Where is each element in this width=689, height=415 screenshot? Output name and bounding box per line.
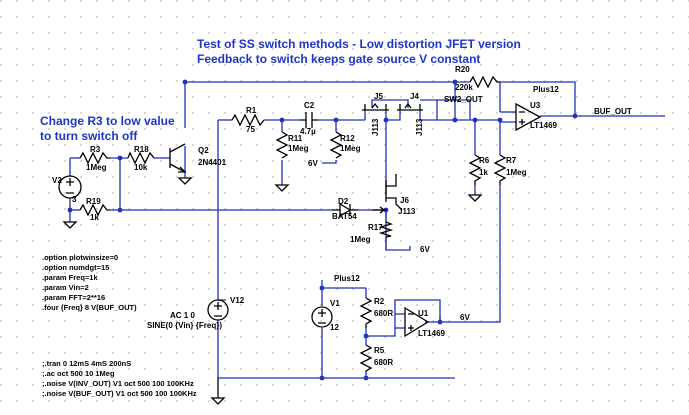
r3-value: 1Meg bbox=[86, 163, 107, 172]
jfet-j4 bbox=[397, 102, 423, 111]
r7-name: R7 bbox=[506, 156, 517, 165]
directive-line: ;.noise V(INV_OUT) V1 oct 500 100 100KHz bbox=[42, 379, 194, 388]
j5-name: J5 bbox=[374, 92, 383, 101]
net-plus12-top: Plus12 bbox=[533, 85, 559, 94]
r17-name: R17 bbox=[368, 223, 383, 232]
r5-value: 680R bbox=[374, 358, 393, 367]
v1-name: V1 bbox=[330, 299, 340, 308]
r20-value: 220k bbox=[455, 83, 473, 92]
d2-name: D2 bbox=[338, 197, 349, 206]
capacitor-c2 bbox=[300, 112, 318, 128]
j5-value: J113 bbox=[371, 118, 380, 136]
resistor-r6 bbox=[468, 154, 482, 185]
resistor-r1 bbox=[231, 113, 265, 127]
r5-name: R5 bbox=[374, 346, 385, 355]
r1-value: 75 bbox=[246, 125, 255, 134]
r6-name: R6 bbox=[479, 156, 490, 165]
net-buf-out: BUF_OUT bbox=[594, 107, 632, 116]
r20-name: R20 bbox=[455, 65, 470, 74]
v1-value: 12 bbox=[330, 323, 339, 332]
r19-name: R19 bbox=[86, 197, 101, 206]
u1-name: U1 bbox=[418, 309, 429, 318]
r12-name: R12 bbox=[340, 134, 355, 143]
r11-value: 1Meg bbox=[288, 144, 309, 153]
note-line-2: to turn switch off bbox=[40, 129, 138, 143]
wires bbox=[69, 81, 665, 379]
j6-name: J6 bbox=[400, 196, 409, 205]
net-6v-c: 6V bbox=[460, 313, 470, 322]
junctions bbox=[67, 79, 578, 381]
directive-line: .four {Freq} 8 V(BUF_OUT) bbox=[42, 303, 137, 312]
net-sw2-out: SW2_OUT bbox=[444, 95, 483, 104]
r2-name: R2 bbox=[374, 297, 385, 306]
u3-name: U3 bbox=[530, 101, 541, 110]
resistor-r11 bbox=[275, 131, 289, 159]
voltage-source-v1 bbox=[311, 306, 333, 328]
r17-value: 1Meg bbox=[350, 235, 371, 244]
diode-d2 bbox=[332, 202, 358, 218]
j4-value: J113 bbox=[415, 118, 424, 136]
resistor-r2 bbox=[359, 297, 373, 328]
net-6v-b: 6V bbox=[420, 245, 430, 254]
net-plus12-mid: Plus12 bbox=[334, 274, 360, 283]
transistor-q2 bbox=[169, 143, 187, 173]
u3-value: LT1469 bbox=[530, 121, 558, 130]
title-line-2: Feedback to switch keeps gate source V c… bbox=[197, 52, 480, 66]
v12-line-1: AC 1 0 bbox=[170, 311, 195, 320]
r11-name: R11 bbox=[288, 134, 303, 143]
v12-line-2: SINE(0 {Vin} {Freq}) bbox=[147, 321, 222, 330]
spice-directives-top: .option plotwinsize=0 .option numdgt=15 … bbox=[42, 253, 137, 312]
title-line-1: Test of SS switch methods - Low distorti… bbox=[197, 37, 521, 51]
j6-value: J113 bbox=[398, 207, 416, 216]
resistor-r3 bbox=[79, 151, 110, 165]
directive-line: .param FFT=2**16 bbox=[42, 293, 105, 302]
resistor-r7 bbox=[493, 154, 507, 185]
directive-line: .param Vin=2 bbox=[42, 283, 89, 292]
resistor-r12 bbox=[329, 131, 343, 159]
ground-symbols bbox=[62, 177, 483, 405]
r6-value: 1k bbox=[479, 168, 488, 177]
q2-value: 2N4401 bbox=[198, 158, 227, 167]
j4-name: J4 bbox=[410, 92, 419, 101]
r18-name: R18 bbox=[134, 145, 149, 154]
r7-value: 1Meg bbox=[506, 168, 527, 177]
jfet-j6 bbox=[372, 174, 403, 214]
v12-name: V12 bbox=[230, 296, 245, 305]
c2-value: 4.7µ bbox=[300, 127, 316, 136]
directive-line: ;.tran 0 12mS 4mS 200nS bbox=[42, 359, 131, 368]
r19-value: 1k bbox=[90, 213, 99, 222]
resistor-r20 bbox=[469, 75, 500, 89]
note-line-1: Change R3 to low value bbox=[40, 114, 175, 128]
q2-name: Q2 bbox=[198, 146, 209, 155]
r2-value: 680R bbox=[374, 309, 393, 318]
voltage-source-v12 bbox=[207, 299, 229, 321]
directive-line: ;.noise V(BUF_OUT) V1 oct 500 100 100KHz bbox=[42, 389, 197, 398]
r18-value: 10k bbox=[134, 163, 148, 172]
v2-value: 3 bbox=[72, 195, 77, 204]
resistor-r5 bbox=[359, 344, 373, 372]
resistor-r19 bbox=[79, 203, 110, 217]
directive-line: ;.ac oct 500 10 1Meg bbox=[42, 369, 115, 378]
resistor-r17 bbox=[378, 221, 394, 238]
directive-line: .option numdgt=15 bbox=[42, 263, 109, 272]
c2-name: C2 bbox=[304, 101, 315, 110]
spice-directives-bottom: ;.tran 0 12mS 4mS 200nS ;.ac oct 500 10 … bbox=[42, 359, 197, 398]
d2-value: BAT54 bbox=[332, 212, 357, 221]
r1-name: R1 bbox=[246, 106, 257, 115]
directive-line: .option plotwinsize=0 bbox=[42, 253, 118, 262]
jfet-j5 bbox=[362, 102, 389, 111]
opamp-u3 bbox=[515, 102, 542, 132]
net-6v-a: 6V bbox=[308, 159, 318, 168]
r3-name: R3 bbox=[90, 145, 101, 154]
opamp-u1 bbox=[404, 306, 430, 338]
directive-line: .param Freq=1k bbox=[42, 273, 98, 282]
r12-value: 1Meg bbox=[340, 144, 361, 153]
v2-name: V2 bbox=[52, 176, 62, 185]
voltage-source-v2 bbox=[58, 175, 82, 199]
resistor-r18 bbox=[127, 151, 155, 165]
u1-value: LT1469 bbox=[418, 329, 446, 338]
